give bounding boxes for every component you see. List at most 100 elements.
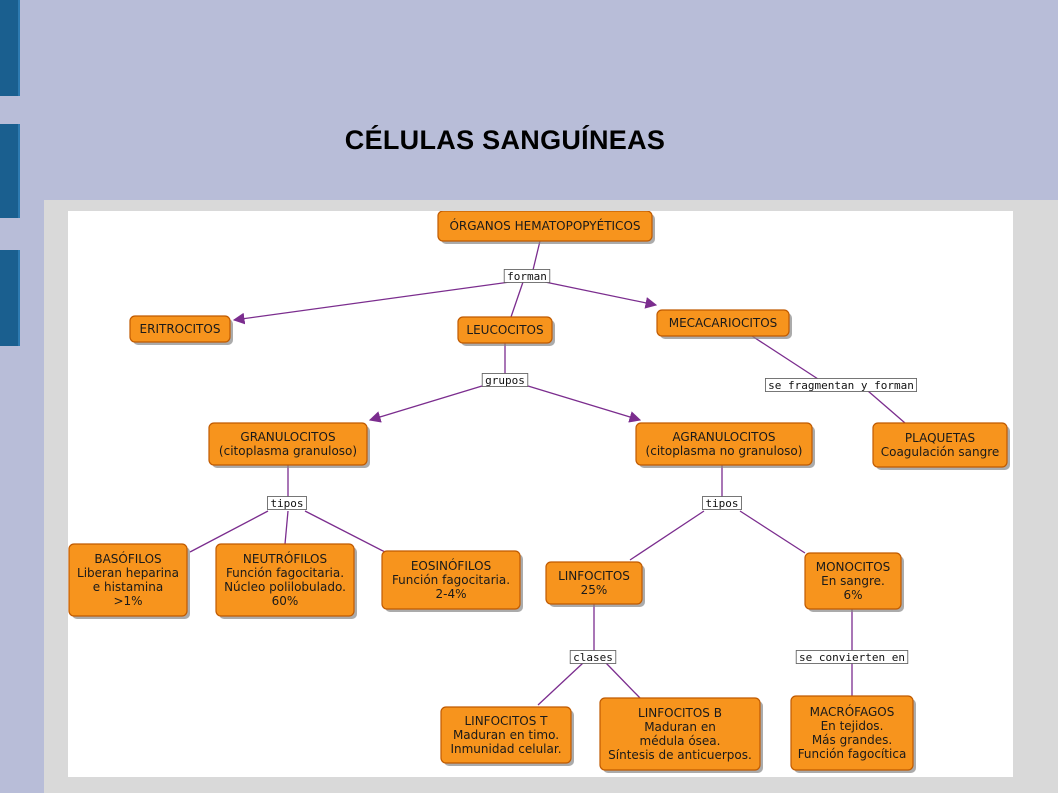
node-title: LINFOCITOS B: [638, 706, 722, 720]
node-box: [208, 422, 368, 466]
link-label-tipos-agranulocitos: tipos: [702, 496, 742, 510]
node-box: [457, 316, 553, 344]
node-box: [545, 561, 643, 605]
connector-line: [867, 390, 906, 424]
connector-line: [232, 281, 511, 325]
connectors: [189, 240, 906, 706]
connector-line: [544, 281, 658, 309]
concept-map-canvas: forman grupos se fragmentan y forman tipos t…: [68, 211, 1010, 773]
node-box: [804, 552, 902, 610]
link-label-box: [702, 496, 742, 510]
link-label-clases: clases: [569, 650, 617, 664]
link-label-convierten: se convierten en: [795, 650, 909, 664]
node-detail: Liberan heparina: [77, 566, 179, 580]
node-agranulocitos: AGRANULOCITOS(citoplasma no granuloso): [635, 422, 815, 468]
node-title: NEUTRÓFILOS: [243, 551, 327, 566]
node-detail: Función fagocitaria.: [392, 573, 510, 587]
connector-line: [368, 385, 483, 423]
node-detail: 2-4%: [435, 587, 466, 601]
node-detail: Síntesis de anticuerpos.: [608, 748, 752, 762]
node-detail: Más grandes.: [812, 733, 892, 747]
node-eritrocitos: ERITROCITOS: [129, 315, 233, 345]
connector-line: [739, 510, 806, 554]
node-title: PLAQUETAS: [905, 431, 975, 445]
node-box: [656, 309, 790, 337]
link-label-grupos: grupos: [481, 373, 529, 387]
node-title: MECACARIOCITOS: [669, 316, 778, 330]
accent-bar-top: [0, 0, 20, 96]
node-leucocitos: LEUCOCITOS: [457, 316, 555, 346]
link-label-text: tipos: [270, 497, 303, 510]
link-label-box: [569, 650, 617, 664]
node-box: [437, 211, 653, 242]
nodes: ÓRGANOS HEMATOPOPYÉTICOS ERITROCITOS LEUCO…: [68, 211, 1010, 773]
node-detail: Maduran en: [644, 720, 716, 734]
node-title: ÓRGANOS HEMATOPOPYÉTICOS: [449, 218, 640, 233]
link-label-text: grupos: [485, 374, 525, 387]
link-label-text: tipos: [705, 497, 738, 510]
node-title: LINFOCITOS: [558, 569, 630, 583]
connector-line: [527, 385, 642, 423]
connector-line: [605, 662, 641, 699]
node-detail: Función fagocitaria.: [226, 566, 344, 580]
node-box: [599, 697, 761, 771]
node-detail: Maduran en timo.: [453, 728, 559, 742]
link-label-tipos-granulocitos: tipos: [267, 496, 307, 510]
node-granulocitos: GRANULOCITOS(citoplasma granuloso): [208, 422, 370, 468]
node-box: [381, 550, 521, 610]
connector-line: [189, 510, 269, 553]
node-title: GRANULOCITOS: [240, 430, 335, 444]
node-box: [215, 543, 355, 617]
connector-line: [304, 510, 386, 553]
node-box: [872, 422, 1008, 468]
node-title: ERITROCITOS: [140, 322, 221, 336]
connector-line: [537, 662, 584, 706]
link-label-text: forman: [507, 270, 547, 283]
link-label-box: [503, 269, 551, 283]
node-box: [790, 695, 914, 771]
node-title: EOSINÓFILOS: [411, 558, 491, 573]
connector-line: [629, 510, 705, 561]
node-detail: médula ósea.: [640, 734, 721, 748]
link-label-forman: forman: [503, 269, 551, 283]
link-label-text: se fragmentan y forman: [768, 379, 914, 392]
connector-line: [284, 510, 289, 545]
link-label-box: [267, 496, 307, 510]
node-detail: (citoplasma no granuloso): [646, 444, 803, 458]
node-detail: e histamina: [93, 580, 163, 594]
node-box: [440, 706, 572, 764]
node-detail: En tejidos.: [821, 719, 884, 733]
node-detail: 60%: [272, 594, 299, 608]
node-detail: 6%: [843, 588, 862, 602]
link-label-box: [765, 378, 918, 392]
link-label-text: clases: [573, 651, 613, 664]
node-box: [635, 422, 813, 466]
node-box: [68, 543, 188, 617]
node-title: LEUCOCITOS: [466, 323, 543, 337]
link-label-fragmentan: se fragmentan y forman: [765, 378, 918, 392]
concept-map: forman grupos se fragmentan y forman tipos t…: [68, 211, 1013, 777]
node-detail: 25%: [581, 583, 608, 597]
link-label-box: [795, 650, 909, 664]
link-labels: forman grupos se fragmentan y forman tipos t…: [267, 269, 918, 664]
connector-line: [510, 281, 524, 318]
node-title: AGRANULOCITOS: [672, 430, 775, 444]
node-title: LINFOCITOS T: [464, 714, 548, 728]
link-label-box: [481, 373, 529, 387]
node-title: BASÓFILOS: [94, 551, 161, 566]
node-mecacariocitos: MECACARIOCITOS: [656, 309, 792, 339]
node-organos: ÓRGANOS HEMATOPOPYÉTICOS: [437, 211, 655, 244]
connector-line: [751, 335, 819, 380]
node-detail: En sangre.: [821, 574, 885, 588]
node-detail: (citoplasma granuloso): [219, 444, 357, 458]
